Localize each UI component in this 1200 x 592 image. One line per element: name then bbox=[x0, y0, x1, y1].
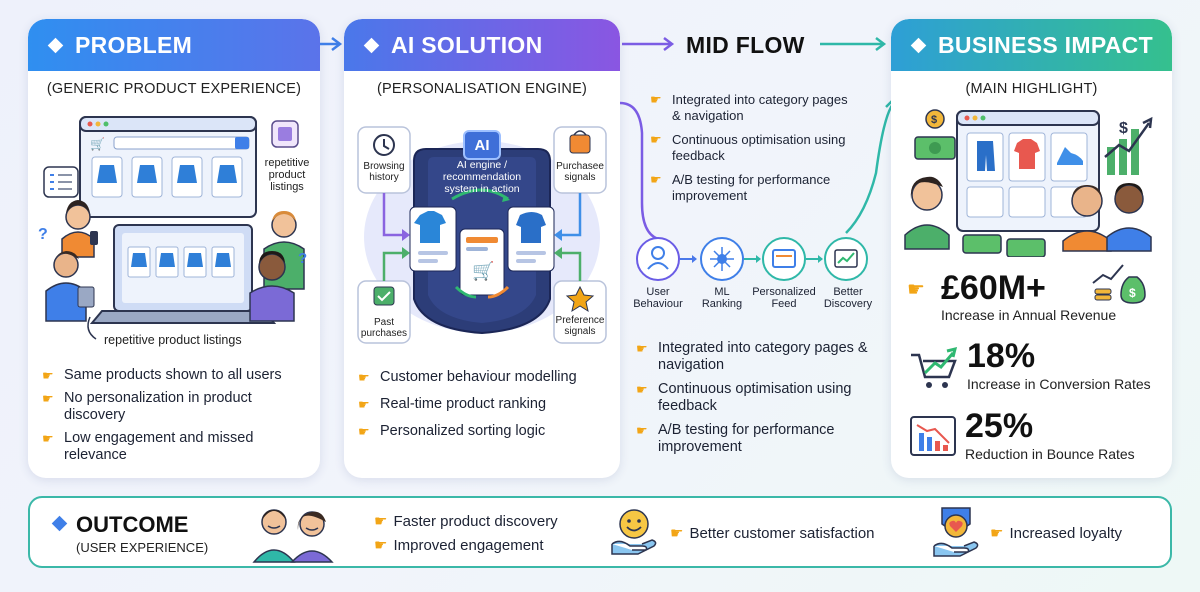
list-item: ☛Customer behaviour modelling bbox=[358, 369, 577, 385]
revenue-label: Increase in Annual Revenue bbox=[941, 307, 1117, 323]
svg-text:$: $ bbox=[1129, 286, 1136, 300]
problem-bullets: ☛Same products shown to all users ☛No pe… bbox=[42, 367, 312, 464]
solution-card: AI SOLUTION (PERSONALISATION ENGINE) 🛒 bbox=[344, 19, 620, 478]
pointing-hand-icon: ☛ bbox=[42, 368, 54, 383]
bounce-value: 25% bbox=[965, 407, 1034, 445]
cart-growth-icon bbox=[911, 346, 958, 388]
list-item: ☛A/B testing for performance improvement bbox=[650, 172, 831, 203]
pointing-hand-icon: ☛ bbox=[358, 424, 370, 439]
list-item: ☛A/B testing for performance improvement bbox=[636, 422, 835, 455]
problem-caption: repetitive product listings bbox=[104, 333, 242, 347]
loyalty-heart-icon bbox=[933, 507, 979, 557]
step-user-behaviour: User Behaviour bbox=[633, 286, 683, 310]
solution-subtitle: (PERSONALISATION ENGINE) bbox=[377, 81, 587, 97]
pointing-hand-icon: ☛ bbox=[670, 525, 684, 542]
pointing-hand-icon: ☛ bbox=[990, 525, 1004, 542]
engine-label: AI engine / recommendation system in act… bbox=[442, 159, 522, 195]
pointing-hand-icon: ☛ bbox=[650, 172, 662, 187]
pointing-hand-icon: ☛ bbox=[636, 382, 648, 397]
pointing-hand-icon: ☛ bbox=[636, 423, 648, 438]
arrow-problem-to-solution bbox=[320, 37, 343, 51]
step-personalized-feed: Personalized Feed bbox=[752, 286, 816, 310]
svg-text:?: ? bbox=[38, 226, 48, 243]
outcome-item-1: ☛Faster product discovery bbox=[374, 513, 558, 530]
outcome-item-2: ☛Improved engagement bbox=[374, 537, 544, 554]
step-ml-ranking: ML Ranking bbox=[701, 286, 743, 310]
impact-card: BUSINESS IMPACT (MAIN HIGHLIGHT) $ $ bbox=[891, 19, 1172, 478]
pointing-hand-icon: ☛ bbox=[358, 370, 370, 385]
svg-text:$: $ bbox=[1119, 120, 1128, 137]
pointing-hand-icon: ☛ bbox=[358, 397, 370, 412]
input-preference-signals: Preference signals bbox=[555, 315, 605, 337]
outcome-title: OUTCOME bbox=[76, 512, 189, 537]
midflow-title: MID FLOW bbox=[686, 32, 805, 58]
impact-illustration: $ $ bbox=[904, 109, 1153, 257]
list-item: ☛Personalized sorting logic bbox=[358, 423, 546, 439]
pointing-hand-icon: ☛ bbox=[42, 391, 54, 406]
pointing-hand-icon: ☛ bbox=[636, 341, 648, 356]
list-item: ☛Integrated into category pages & naviga… bbox=[636, 340, 868, 373]
problem-card: PROBLEM (GENERIC PRODUCT EXPERIENCE) 🛒 bbox=[28, 19, 320, 478]
input-past-purchases: Past purchases bbox=[360, 317, 408, 339]
input-browsing-history: Browsing history bbox=[363, 161, 405, 183]
conversion-value: 18% bbox=[967, 337, 1036, 375]
list-item: ☛Real-time product ranking bbox=[358, 396, 547, 412]
conversion-label: Increase in Conversion Rates bbox=[967, 376, 1151, 392]
diamond-icon bbox=[363, 37, 380, 53]
list-item: ☛Continuous optimisation using feedback bbox=[650, 132, 846, 163]
svg-text:🛒: 🛒 bbox=[472, 260, 494, 281]
satisfaction-smiley-icon bbox=[611, 509, 657, 555]
impact-title: BUSINESS IMPACT bbox=[938, 31, 1153, 58]
outcome-item-3: ☛Better customer satisfaction bbox=[670, 525, 875, 542]
money-growth-icon: $ bbox=[1092, 264, 1146, 304]
pointing-hand-icon: ☛ bbox=[42, 431, 54, 446]
problem-header: PROBLEM bbox=[28, 19, 320, 71]
decline-chart-icon bbox=[910, 416, 956, 456]
list-item: ☛Continuous optimisation using feedback bbox=[636, 381, 852, 414]
happy-users-icon bbox=[252, 509, 334, 563]
svg-text:$: $ bbox=[931, 114, 937, 126]
input-purchase-signals: Purchasee signals bbox=[556, 161, 604, 183]
list-item: ☛Integrated into category pages & naviga… bbox=[650, 92, 848, 123]
pointing-hand-icon: ☛ bbox=[650, 132, 662, 147]
problem-illustration: 🛒 bbox=[38, 116, 307, 340]
revenue-value: £60M+ bbox=[941, 269, 1046, 307]
problem-subtitle: (GENERIC PRODUCT EXPERIENCE) bbox=[46, 81, 302, 97]
outcome-item-4: ☛Increased loyalty bbox=[990, 525, 1123, 542]
outcome-diamond-icon bbox=[51, 515, 68, 532]
midflow-top-bullets: ☛Integrated into category pages & naviga… bbox=[650, 92, 850, 204]
ai-engine-diagram: 🛒 bbox=[357, 126, 607, 344]
list-item: ☛Low engagement and missed relevance bbox=[42, 430, 254, 463]
midflow-bottom-bullets: ☛Integrated into category pages & naviga… bbox=[636, 340, 876, 456]
outcome-subtitle: (USER EXPERIENCE) bbox=[76, 540, 209, 555]
list-item: ☛Same products shown to all users bbox=[42, 367, 282, 383]
svg-text:?: ? bbox=[298, 250, 307, 267]
diamond-icon bbox=[47, 37, 64, 53]
pointing-hand-icon: ☛ bbox=[374, 513, 388, 530]
listing-tag: repetitive product listings bbox=[264, 157, 310, 193]
outcome-bar: OUTCOME (USER EXPERIENCE) ☛Faster produc… bbox=[28, 496, 1172, 568]
step-better-discovery: Better Discovery bbox=[823, 286, 873, 310]
impact-header: BUSINESS IMPACT bbox=[891, 19, 1172, 71]
solution-header: AI SOLUTION bbox=[344, 19, 620, 71]
svg-text:🛒: 🛒 bbox=[90, 137, 105, 151]
bounce-label: Reduction in Bounce Rates bbox=[965, 446, 1135, 462]
pointing-hand-icon: ☛ bbox=[650, 92, 662, 107]
ai-badge: AI bbox=[474, 137, 490, 154]
midflow-arrows bbox=[619, 37, 898, 281]
pointing-hand-icon: ☛ bbox=[374, 537, 388, 554]
problem-title: PROBLEM bbox=[75, 31, 193, 58]
diamond-icon bbox=[910, 37, 927, 53]
pointing-hand-icon: ☛ bbox=[907, 279, 925, 301]
solution-title: AI SOLUTION bbox=[391, 31, 543, 58]
impact-subtitle: (MAIN HIGHLIGHT) bbox=[965, 81, 1098, 97]
solution-bullets: ☛Customer behaviour modelling ☛Real-time… bbox=[358, 369, 614, 440]
list-item: ☛No personalization in product discovery bbox=[42, 390, 252, 423]
